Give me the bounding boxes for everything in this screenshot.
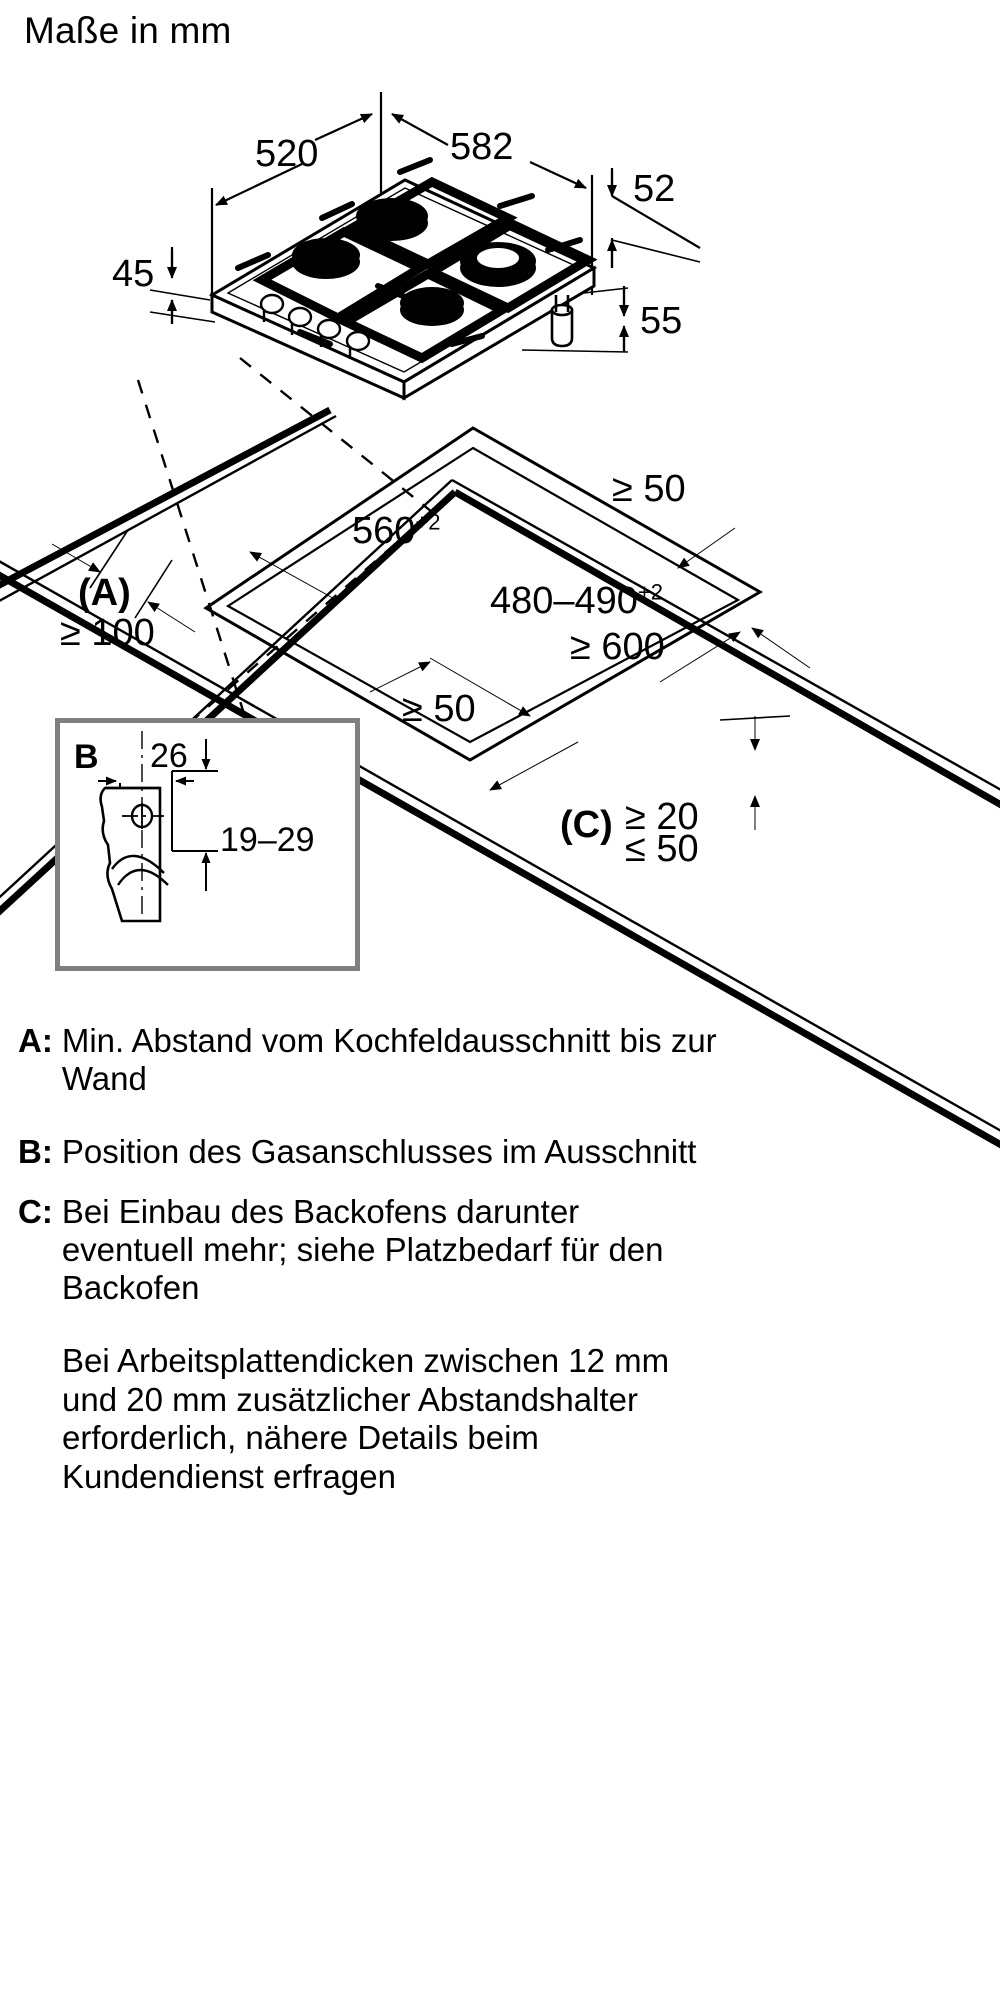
label-wall-ref: (A)	[78, 572, 131, 614]
legend-row-a: A: Min. Abstand vom Kochfeldausschnitt b…	[18, 1022, 718, 1099]
dim-52: 52	[633, 168, 676, 210]
dim-rear-clearance: ≥ 600	[570, 626, 665, 668]
dim-cutout-width: 560+2	[352, 509, 441, 552]
dim-520: 520	[255, 133, 319, 175]
detail-box-b: B 26 19–29	[55, 718, 360, 971]
legend-text-c: Bei Einbau des Backofens darunter eventu…	[61, 1192, 664, 1307]
detail-b-dim-26: 26	[150, 737, 188, 775]
dim-side-clearance-front: ≥ 50	[402, 688, 476, 730]
page-title: Maße in mm	[24, 10, 232, 51]
legend-note: Bei Arbeitsplattendicken zwischen 12 mm …	[62, 1341, 670, 1496]
legend-row-c: C: Bei Einbau des Backofens darunter eve…	[18, 1193, 718, 1308]
legend-key-c: C:	[18, 1192, 53, 1230]
gas-connection-icon	[98, 731, 218, 923]
detail-b-dim-19-29: 19–29	[220, 821, 315, 859]
legend: A: Min. Abstand vom Kochfeldausschnitt b…	[18, 1022, 718, 1497]
legend-text-a: Min. Abstand vom Kochfeldausschnitt bis …	[61, 1022, 717, 1098]
detail-b-key: B	[74, 738, 99, 776]
legend-row-b: B: Position des Gasanschlusses im Aussch…	[18, 1133, 718, 1171]
legend-key-a: A:	[18, 1022, 53, 1059]
gas-hob-icon	[149, 92, 701, 401]
dim-wall-clearance: ≥ 100	[60, 612, 155, 654]
dim-45: 45	[112, 253, 155, 295]
legend-key-b: B:	[18, 1132, 53, 1170]
dim-c-min: ≥ 20	[625, 796, 699, 838]
dim-cutout-depth: 480–490+2	[490, 579, 664, 622]
legend-text-b: Position des Gasanschlusses im Ausschnit…	[61, 1132, 697, 1170]
dim-582: 582	[450, 126, 514, 168]
label-c-ref: (C)	[560, 804, 613, 846]
dim-c-max: ≤ 50	[625, 828, 699, 870]
dim-side-clearance-right: ≥ 50	[612, 468, 686, 510]
dim-55: 55	[640, 300, 683, 342]
